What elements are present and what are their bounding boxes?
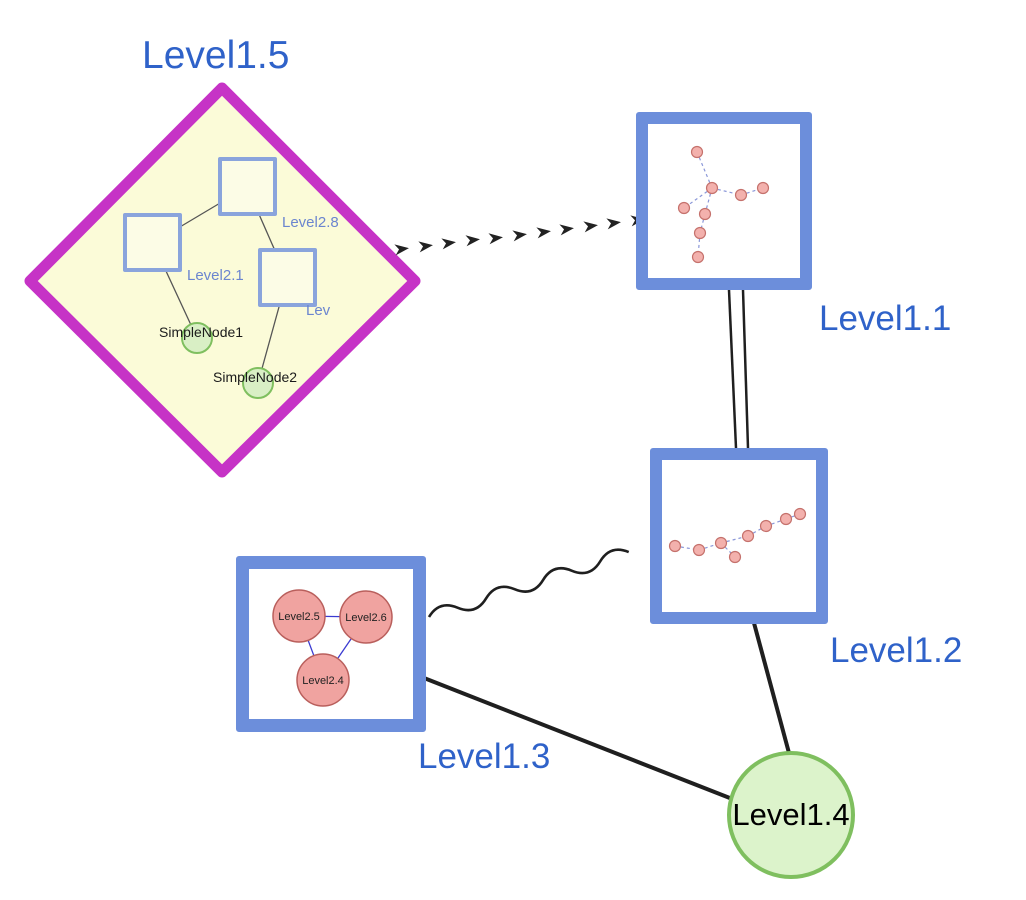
edge-level1-2-to-level1-4[interactable] [752, 622, 791, 754]
label-level2-8: Level2.8 [282, 214, 339, 231]
child-node-level2-6[interactable]: Level2.6 [339, 590, 393, 644]
node-level1-4[interactable]: Level1.4 [727, 751, 855, 879]
node-level1-5-diamond[interactable] [24, 82, 421, 478]
label-level1-4: Level1.4 [732, 797, 850, 832]
node-level1-2[interactable] [650, 448, 828, 624]
simple-node-1[interactable] [181, 322, 213, 354]
child-node-level2-5[interactable]: Level2.5 [272, 589, 326, 643]
svg-text:Level2.4: Level2.4 [302, 675, 344, 687]
node-level1-1[interactable] [636, 112, 812, 290]
label-level1-3: Level1.3 [418, 737, 551, 776]
simple-node-2[interactable] [242, 367, 274, 399]
group-node-lev[interactable] [258, 248, 317, 307]
mini-graph-level1-3: Level2.5 Level2.6 Level2.4 [272, 589, 393, 707]
label-level1-1: Level1.1 [819, 299, 952, 338]
label-level1-5: Level1.5 [142, 34, 290, 77]
child-node-level2-4[interactable]: Level2.4 [296, 653, 350, 707]
svg-text:Level2.6: Level2.6 [345, 612, 387, 624]
label-level1-2: Level1.2 [830, 631, 963, 670]
group-node-level2-8[interactable] [218, 157, 277, 216]
node-level1-3[interactable]: Level2.5 Level2.6 Level2.4 [236, 556, 426, 732]
edge-level1-3-to-level1-4[interactable] [423, 676, 741, 804]
label-simplenode2: SimpleNode2 [213, 369, 298, 385]
mini-graph-level1-1 [677, 145, 770, 264]
mini-graph-level1-2 [668, 507, 807, 564]
edge-level1-3-to-level1-2-wavy[interactable] [427, 546, 631, 623]
label-simplenode1: SimpleNode1 [159, 324, 244, 340]
group-node-level2-1[interactable] [123, 213, 182, 272]
label-level2-1: Level2.1 [187, 267, 244, 284]
svg-text:Level2.5: Level2.5 [278, 611, 320, 623]
edge-level1-1-to-level1-2-double[interactable] [727, 289, 750, 449]
edge-level1-5-to-level1-1-dashed-arrow[interactable] [394, 215, 645, 256]
label-lev: Lev [306, 302, 331, 319]
